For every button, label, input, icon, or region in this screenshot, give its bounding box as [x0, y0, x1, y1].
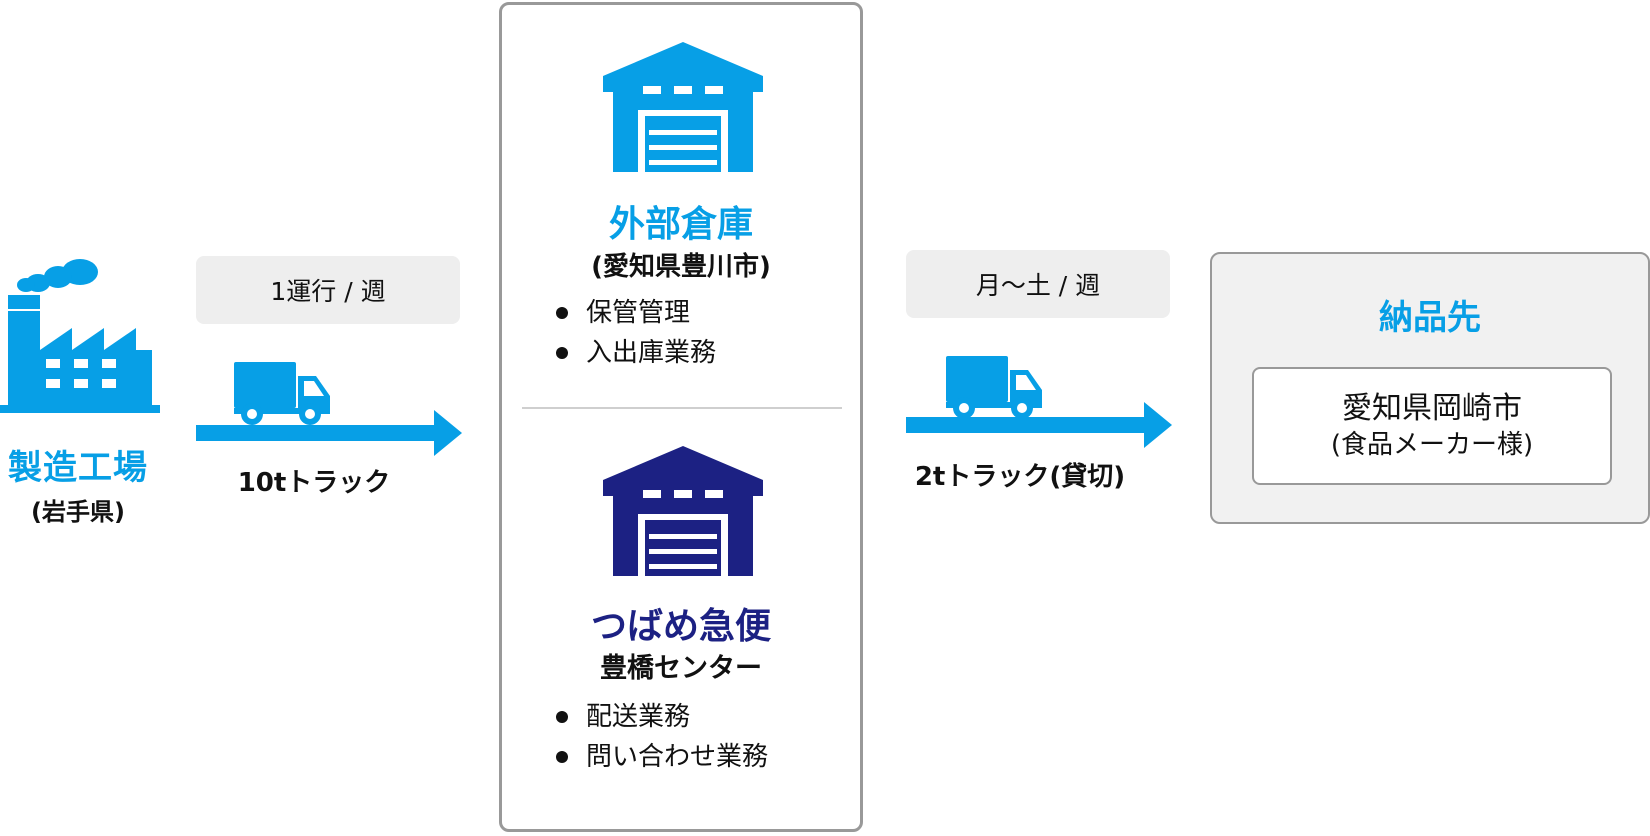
- list-item: 配送業務: [556, 697, 836, 737]
- frequency-badge: 月〜土 / 週: [906, 250, 1170, 318]
- bullet-icon: [556, 307, 568, 319]
- vehicle-label: 10tトラック: [237, 468, 391, 498]
- factory-icon: [0, 259, 160, 413]
- vehicle-label: 2tトラック(貸切): [914, 462, 1126, 492]
- flow-arrow: [906, 402, 1172, 448]
- bullet-icon: [556, 347, 568, 359]
- destination-title: 納品先: [1379, 298, 1481, 338]
- tsubame-title: つばめ急便: [590, 606, 771, 647]
- warehouse-icon: [603, 446, 763, 576]
- factory-location: (岩手県): [31, 498, 125, 526]
- destination-card: 愛知県岡崎市 (食品メーカー様): [1252, 367, 1612, 485]
- bullet-icon: [556, 711, 568, 723]
- external-warehouse-title: 外部倉庫: [608, 204, 753, 245]
- external-warehouse-tasks: 保管管理 入出庫業務: [556, 293, 836, 373]
- divider: [522, 407, 842, 409]
- bullet-icon: [556, 751, 568, 763]
- warehouse-icon: [603, 42, 763, 172]
- factory-title: 製造工場: [8, 448, 148, 488]
- frequency-badge: 1運行 / 週: [196, 256, 460, 324]
- external-warehouse-location: (愛知県豊川市): [591, 252, 771, 282]
- list-item: 入出庫業務: [556, 333, 836, 373]
- destination-city: 愛知県岡崎市: [1342, 391, 1522, 426]
- destination-client: (食品メーカー様): [1330, 430, 1534, 460]
- list-item: 問い合わせ業務: [556, 737, 836, 777]
- truck-icon: [946, 356, 1042, 419]
- truck-icon: [234, 362, 330, 425]
- tsubame-center: 豊橋センター: [600, 653, 762, 684]
- tsubame-tasks: 配送業務 問い合わせ業務: [556, 697, 836, 777]
- flow-arrow: [196, 410, 462, 456]
- list-item: 保管管理: [556, 293, 836, 333]
